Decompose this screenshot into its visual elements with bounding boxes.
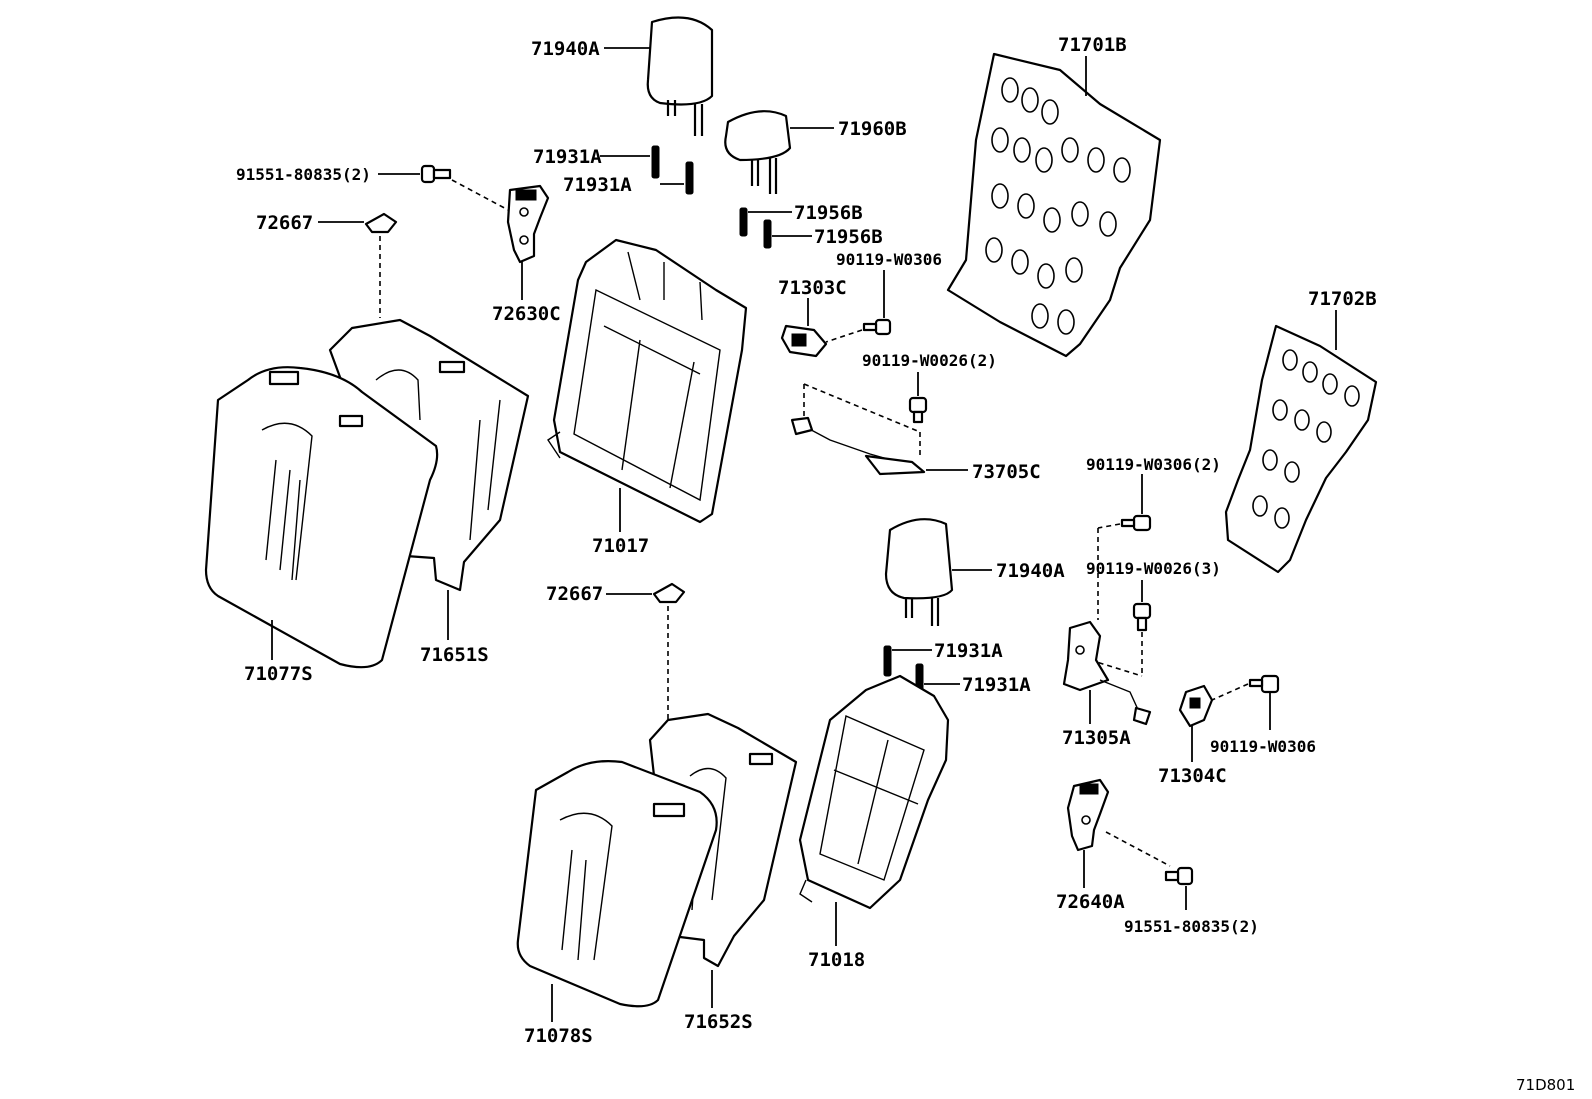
label-71017: 71017 bbox=[592, 535, 649, 557]
bolt-w0026-3[interactable] bbox=[1132, 602, 1152, 632]
headrest-guide-center[interactable] bbox=[739, 207, 772, 249]
label-71702b: 71702B bbox=[1308, 288, 1377, 310]
label-71931a-2: 71931A bbox=[563, 174, 632, 196]
label-71956b-1: 71956B bbox=[794, 202, 863, 224]
frame-lower[interactable] bbox=[798, 674, 950, 910]
label-71651s: 71651S bbox=[420, 644, 489, 666]
bolt-w0306-lower[interactable] bbox=[1248, 674, 1280, 694]
cover-upper[interactable] bbox=[364, 212, 398, 234]
bolt-w0306-upper[interactable] bbox=[862, 318, 892, 336]
label-71940a-upper: 71940A bbox=[531, 38, 600, 60]
hinge-cover-upper[interactable] bbox=[780, 324, 828, 358]
lock-lower[interactable] bbox=[1066, 778, 1110, 852]
label-71018: 71018 bbox=[808, 949, 865, 971]
frame-upper[interactable] bbox=[547, 238, 748, 524]
diagram-code: 71D801 bbox=[1516, 1076, 1575, 1094]
label-71931a-4: 71931A bbox=[962, 674, 1031, 696]
label-71304c: 71304C bbox=[1158, 765, 1227, 787]
cover-lower[interactable] bbox=[652, 582, 686, 604]
label-71931a-1: 71931A bbox=[533, 146, 602, 168]
label-72630c: 72630C bbox=[492, 303, 561, 325]
label-71303c: 71303C bbox=[778, 277, 847, 299]
bolt-upper[interactable] bbox=[420, 164, 452, 184]
label-71078s: 71078S bbox=[524, 1025, 593, 1047]
label-90119-w0026-2: 90119-W0026(2) bbox=[862, 351, 997, 370]
label-72640a: 72640A bbox=[1056, 891, 1125, 913]
bolt-w0306-2[interactable] bbox=[1120, 514, 1152, 532]
label-71960b: 71960B bbox=[838, 118, 907, 140]
label-91551-80835-upper: 91551-80835(2) bbox=[236, 165, 371, 184]
headrest-lower[interactable] bbox=[884, 518, 954, 626]
label-90119-w0026-3: 90119-W0026(3) bbox=[1086, 559, 1221, 578]
label-71077s: 71077S bbox=[244, 663, 313, 685]
hinge-lower[interactable] bbox=[1062, 620, 1152, 726]
headrest-upper-left[interactable] bbox=[646, 16, 714, 137]
label-71931a-3: 71931A bbox=[934, 640, 1003, 662]
label-71701b: 71701B bbox=[1058, 34, 1127, 56]
label-90119-w0306-2: 90119-W0306(2) bbox=[1086, 455, 1221, 474]
bolt-w0026-2[interactable] bbox=[908, 396, 928, 424]
label-73705c: 73705C bbox=[972, 461, 1041, 483]
label-71956b-2: 71956B bbox=[814, 226, 883, 248]
board-large[interactable] bbox=[946, 52, 1162, 358]
label-91551-80835-lower: 91551-80835(2) bbox=[1124, 917, 1259, 936]
hinge-cover-lower[interactable] bbox=[1178, 684, 1214, 728]
label-90119-w0306-upper: 90119-W0306 bbox=[836, 250, 942, 269]
label-72667-lower: 72667 bbox=[546, 583, 603, 605]
headrest-upper-center[interactable] bbox=[724, 110, 792, 194]
label-90119-w0306-lower: 90119-W0306 bbox=[1210, 737, 1316, 756]
label-72667-upper: 72667 bbox=[256, 212, 313, 234]
label-71940a-lower: 71940A bbox=[996, 560, 1065, 582]
wire-assy[interactable] bbox=[790, 416, 926, 476]
seat-cover-lower[interactable] bbox=[516, 760, 718, 1008]
label-71652s: 71652S bbox=[684, 1011, 753, 1033]
headrest-guide-upper[interactable] bbox=[651, 145, 694, 195]
seat-cover-upper[interactable] bbox=[204, 366, 439, 669]
lock-upper[interactable] bbox=[506, 184, 550, 264]
bolt-lower[interactable] bbox=[1164, 866, 1194, 886]
board-small[interactable] bbox=[1224, 324, 1378, 574]
label-71305a: 71305A bbox=[1062, 727, 1131, 749]
